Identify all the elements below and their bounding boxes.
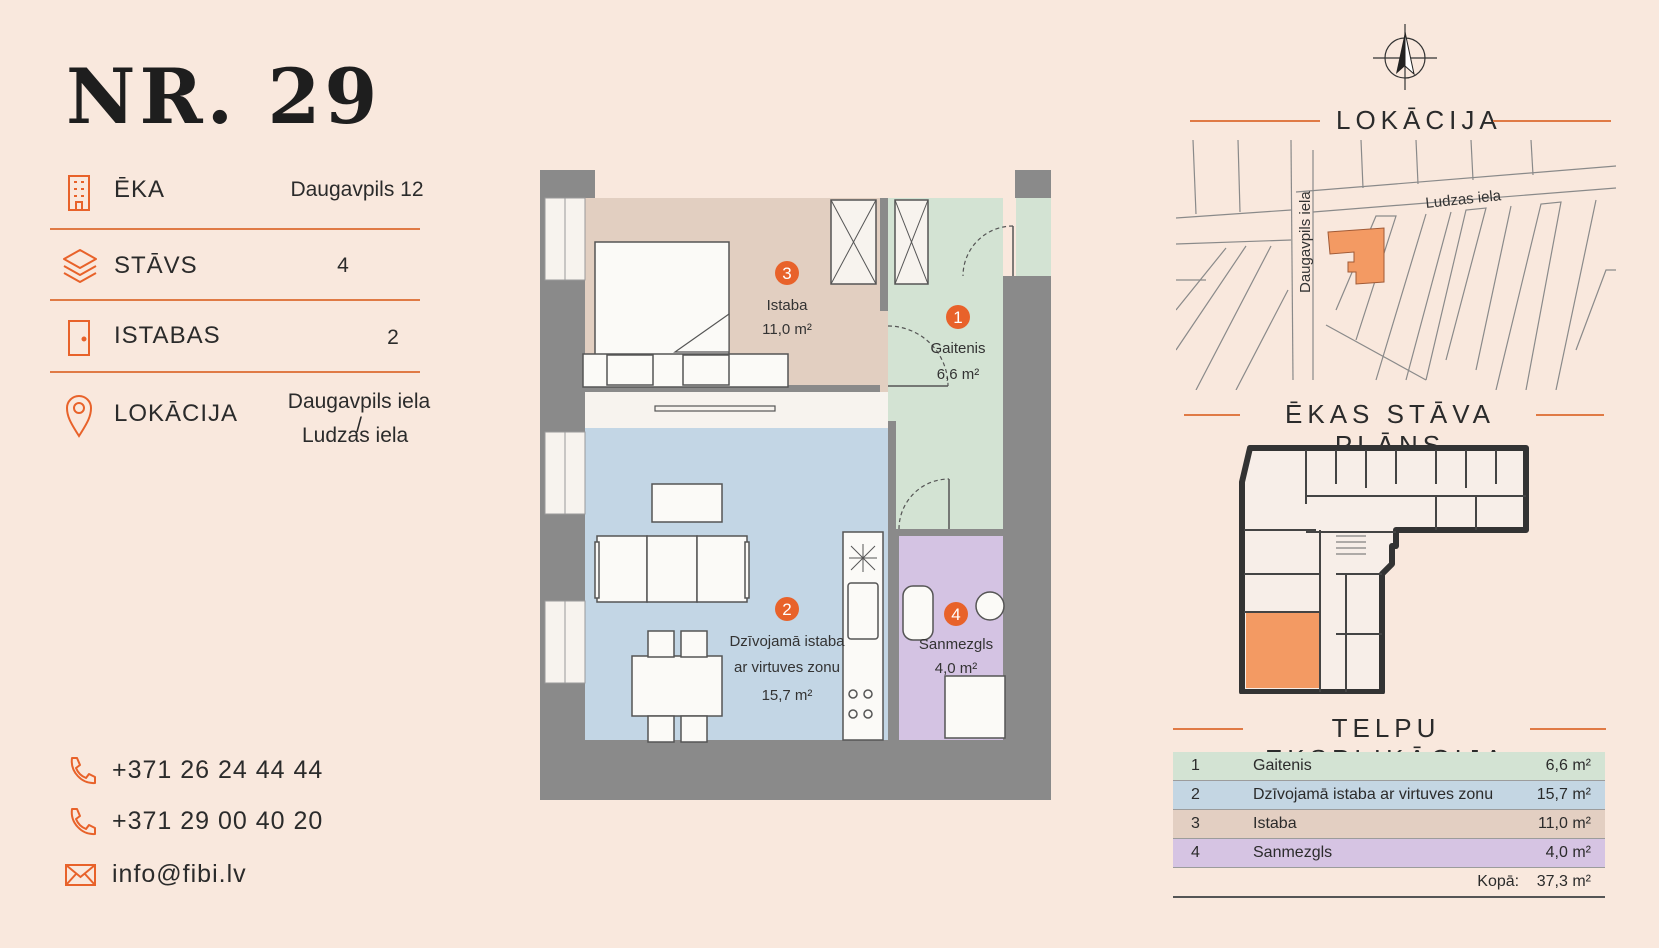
svg-text:Gaitenis: Gaitenis [930,340,985,357]
building-icon [68,175,90,211]
building-highlight [1327,227,1385,285]
street-label-ludzas: Ludzas iela [1425,187,1503,212]
heading-line [1536,414,1604,416]
heading-line [1190,120,1320,122]
room-marker-4: 4 Sanmezgls 4,0 m² [919,602,993,677]
bed [582,241,789,388]
explication-table: 1 Gaitenis 6,6 m² 2 Dzīvojamā istaba ar … [1173,752,1605,898]
apartment-floor-plan: 3 Istaba 11,0 m² 1 Gaitenis 6,6 m² 2 Dzī… [540,170,1051,800]
floor-value: 4 [337,254,349,277]
kitchen-counter [842,531,884,741]
row-number: 4 [1173,838,1253,868]
row-area: 15,7 m² [1527,780,1605,810]
svg-text:6,6 m²: 6,6 m² [937,366,980,383]
info-row-location: LOKĀCIJA Daugavpils iela / Ludzas iela [52,388,430,448]
street-label-daugavpils: Daugavpils iela [1297,191,1314,293]
doors [887,225,1014,530]
row-area: 6,6 m² [1527,752,1605,781]
svg-text:11,0 m²: 11,0 m² [762,321,812,338]
floor-label: STĀVS [114,252,198,279]
room-marker-3: 3 Istaba 11,0 m² [762,261,812,338]
total-label: Kopā: [1253,867,1528,898]
location-label: LOKĀCIJA [114,400,239,427]
bathroom-fixtures [902,585,1006,739]
rooms-value: 2 [387,326,399,349]
table-row: 3 Istaba 11,0 m² [1173,809,1605,839]
heading-line [1493,120,1611,122]
building-value: Daugavpils 12 [290,178,424,201]
row-name: Sanmezgls [1253,838,1528,868]
apartment-highlight [1246,612,1320,688]
svg-text:4: 4 [951,605,960,624]
row-number: 3 [1173,809,1253,839]
email-address[interactable]: info@fibi.lv [112,860,247,888]
divider [50,299,420,301]
info-row-rooms: ISTABAS 2 [52,318,420,358]
living-furniture [594,483,750,743]
divider [50,228,420,230]
heading-line [1530,728,1606,730]
location-line2: Ludzas iela [302,424,409,447]
rooms-label: ISTABAS [114,322,221,349]
compass-icon [1373,24,1437,90]
row-name: Dzīvojamā istaba ar virtuves zonu [1253,780,1528,810]
phone-icon [70,808,96,836]
info-row-floor: STĀVS 4 [52,246,420,286]
total-area: 37,3 m² [1527,867,1605,898]
svg-text:3: 3 [782,264,791,283]
layers-icon [63,249,97,283]
table-total-row: Kopā: 37,3 m² [1173,867,1605,898]
svg-text:1: 1 [953,308,962,327]
location-map: Daugavpils iela Ludzas iela [1176,140,1616,390]
email-icon [65,864,96,886]
row-area: 11,0 m² [1527,809,1605,839]
phone-number-1[interactable]: +371 26 24 44 44 [112,756,324,784]
phone-number-2[interactable]: +371 29 00 40 20 [112,807,324,835]
table-row: 4 Sanmezgls 4,0 m² [1173,838,1605,868]
heading-line [1173,728,1243,730]
row-name: Istaba [1253,809,1528,839]
svg-text:Istaba: Istaba [767,297,809,314]
svg-text:Dzīvojamā istaba: Dzīvojamā istaba [729,633,845,650]
door-icon [68,320,90,356]
info-row-building: ĒKA Daugavpils 12 [52,172,424,212]
building-label: ĒKA [114,176,166,203]
divider [50,371,420,373]
svg-text:2: 2 [782,600,791,619]
row-number: 2 [1173,780,1253,810]
svg-text:4,0 m²: 4,0 m² [935,660,978,677]
building-floor-plan [1239,445,1529,694]
apartment-title: NR. 29 [66,52,382,141]
row-number: 1 [1173,752,1253,781]
table-row: 2 Dzīvojamā istaba ar virtuves zonu 15,7… [1173,780,1605,810]
svg-text:15,7 m²: 15,7 m² [762,687,813,704]
svg-text:ar virtuves zonu: ar virtuves zonu [734,659,840,676]
room-marker-2: 2 Dzīvojamā istaba ar virtuves zonu 15,7… [729,597,845,704]
phone-icon [70,757,96,785]
table-row: 1 Gaitenis 6,6 m² [1173,752,1605,781]
location-line1: Daugavpils iela / [287,390,431,437]
wardrobe [585,392,888,428]
row-area: 4,0 m² [1527,838,1605,868]
svg-text:Sanmezgls: Sanmezgls [919,636,993,653]
heading-line [1184,414,1240,416]
location-heading: LOKĀCIJA [1336,105,1502,135]
location-pin-icon [65,395,93,438]
row-name: Gaitenis [1253,752,1528,781]
room-marker-1: 1 Gaitenis 6,6 m² [930,305,986,383]
